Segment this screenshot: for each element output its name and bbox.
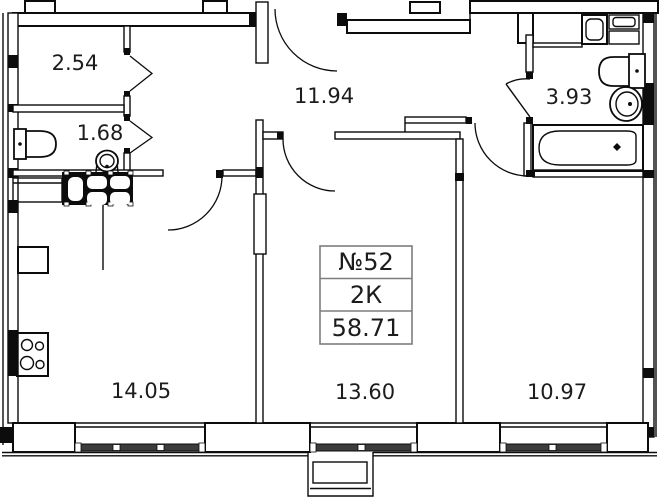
- bathroom-door-arc: [505, 78, 531, 85]
- unit-number: №52: [338, 248, 394, 276]
- sink-2: [609, 86, 643, 122]
- room-area-label-kitchen: 14.05: [111, 379, 171, 403]
- wc-door: [129, 120, 154, 154]
- kitchen-sink-stove-unit: [62, 170, 134, 207]
- entrance-door: [255, 1, 338, 72]
- washing-machine: [581, 14, 608, 45]
- top-wall: [12, 0, 659, 72]
- window-bedroom-2: [499, 442, 608, 453]
- unit-area: 58.71: [332, 314, 401, 342]
- window-bedroom: [309, 442, 418, 453]
- fridge: [17, 246, 49, 274]
- bedroom-2-door-leaf: [523, 122, 532, 177]
- stove: [16, 332, 49, 377]
- room-area-label-hallway: 11.94: [294, 84, 354, 108]
- room-area-label-bedroom: 13.60: [335, 380, 395, 404]
- room-labels: 2.54 1.68 11.94 3.93 14.05 13.60 10.97: [52, 51, 593, 404]
- kitchen-sink: [68, 177, 83, 201]
- wardrobe-door: [129, 55, 154, 92]
- room-area-label-wardrobe: 2.54: [52, 51, 99, 75]
- wc-fixtures: [13, 128, 119, 173]
- bottom-wall: [0, 422, 649, 497]
- bedroom-door-arc: [282, 138, 336, 192]
- toilet-2: [598, 53, 646, 89]
- entrance-door-leaf: [255, 1, 269, 64]
- bathroom-door-leaf: [505, 83, 531, 118]
- room-area-label-bedroom-2: 10.97: [527, 380, 587, 404]
- room-area-label-wc: 1.68: [77, 121, 124, 145]
- bathroom-cabinet: [608, 14, 640, 45]
- bathroom-fixtures: [532, 14, 646, 172]
- window-kitchen: [74, 442, 206, 453]
- bathtub: [532, 124, 644, 172]
- balcony: [307, 452, 374, 497]
- bedroom-2-door-arc: [474, 122, 529, 177]
- toilet: [13, 128, 57, 160]
- interior-walls: [12, 25, 644, 424]
- sink: [95, 149, 119, 173]
- room-area-label-bathroom: 3.93: [546, 85, 593, 109]
- unit-type: 2К: [350, 281, 382, 309]
- entrance-door-arc: [274, 8, 338, 72]
- kitchen-fixtures: [12, 170, 134, 377]
- unit-card: №52 2К 58.71: [319, 245, 413, 345]
- kitchen-door-arc: [167, 175, 223, 231]
